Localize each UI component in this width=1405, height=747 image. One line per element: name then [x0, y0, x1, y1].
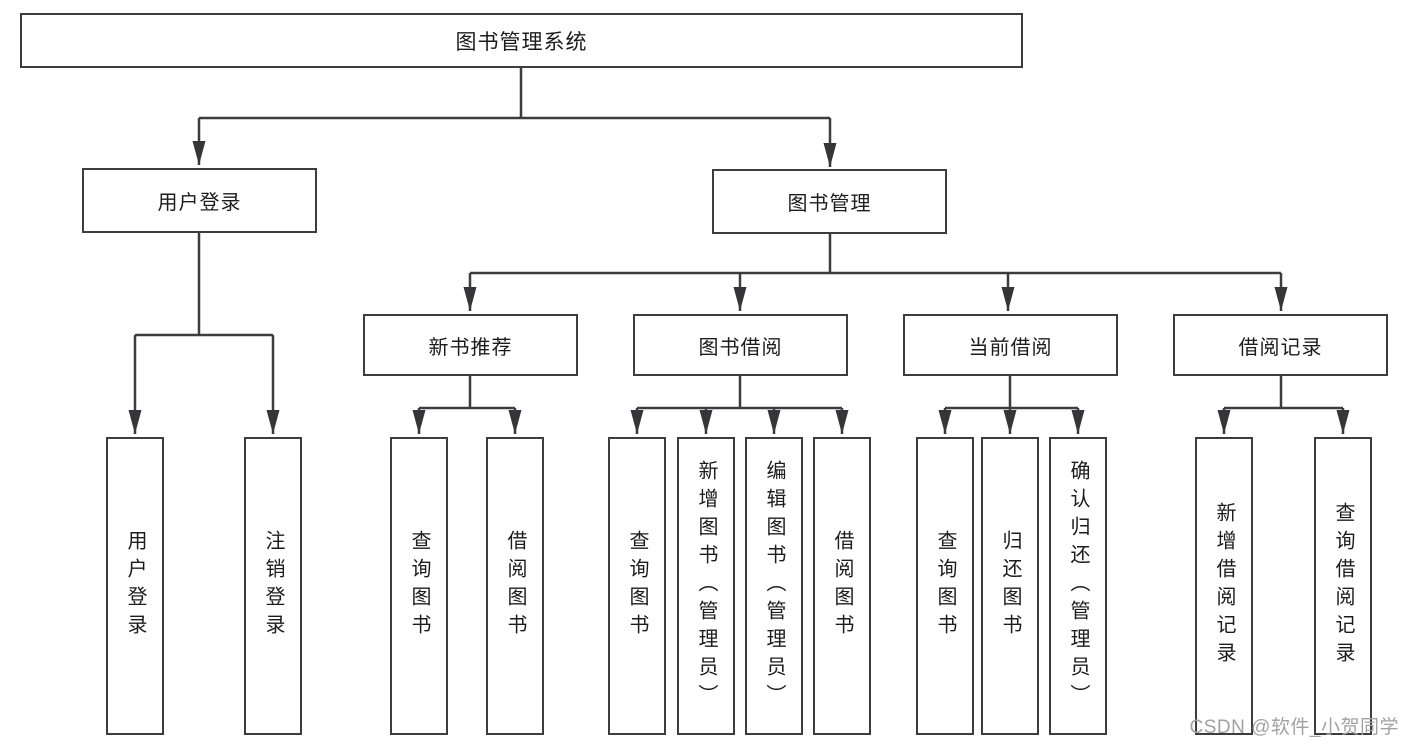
connector-book-mgmt-to-level3 [463, 234, 1288, 311]
node-leaf-return-book: 归还图书 [981, 437, 1039, 735]
node-leaf-logout: 注销登录 [244, 437, 302, 735]
node-leaf-edit-book-admin: 编辑图书（管理员） [745, 437, 803, 735]
node-book-management: 图书管理 [712, 169, 947, 234]
node-leaf-borrow-book-1: 借阅图书 [486, 437, 544, 735]
node-current-borrow: 当前借阅 [903, 314, 1118, 376]
node-borrow-record: 借阅记录 [1173, 314, 1388, 376]
node-leaf-query-book-2: 查询图书 [608, 437, 666, 735]
node-leaf-add-book-admin: 新增图书（管理员） [677, 437, 735, 735]
node-leaf-confirm-return-admin: 确认归还（管理员） [1049, 437, 1107, 735]
connector-current-borrow-to-leaves [938, 376, 1085, 434]
node-user-login: 用户登录 [82, 168, 317, 233]
node-leaf-user-login: 用户登录 [106, 437, 164, 735]
connector-new-book-to-leaves [412, 376, 522, 434]
connector-user-login-to-leaves [128, 233, 280, 434]
node-leaf-add-borrow-record: 新增借阅记录 [1195, 437, 1253, 735]
node-new-book-recommend: 新书推荐 [363, 314, 578, 376]
node-leaf-query-book-3: 查询图书 [916, 437, 974, 735]
connector-borrow-record-to-leaves [1217, 376, 1350, 434]
csdn-watermark: CSDN @软件_小贺同学 [1189, 717, 1399, 738]
node-root-library-system: 图书管理系统 [20, 13, 1023, 68]
connector-book-borrow-to-leaves [630, 376, 849, 434]
node-leaf-query-book-1: 查询图书 [390, 437, 448, 735]
connector-root-to-level2 [192, 68, 837, 167]
node-book-borrow: 图书借阅 [633, 314, 848, 376]
node-leaf-borrow-book-2: 借阅图书 [813, 437, 871, 735]
node-leaf-query-borrow-record: 查询借阅记录 [1314, 437, 1372, 735]
